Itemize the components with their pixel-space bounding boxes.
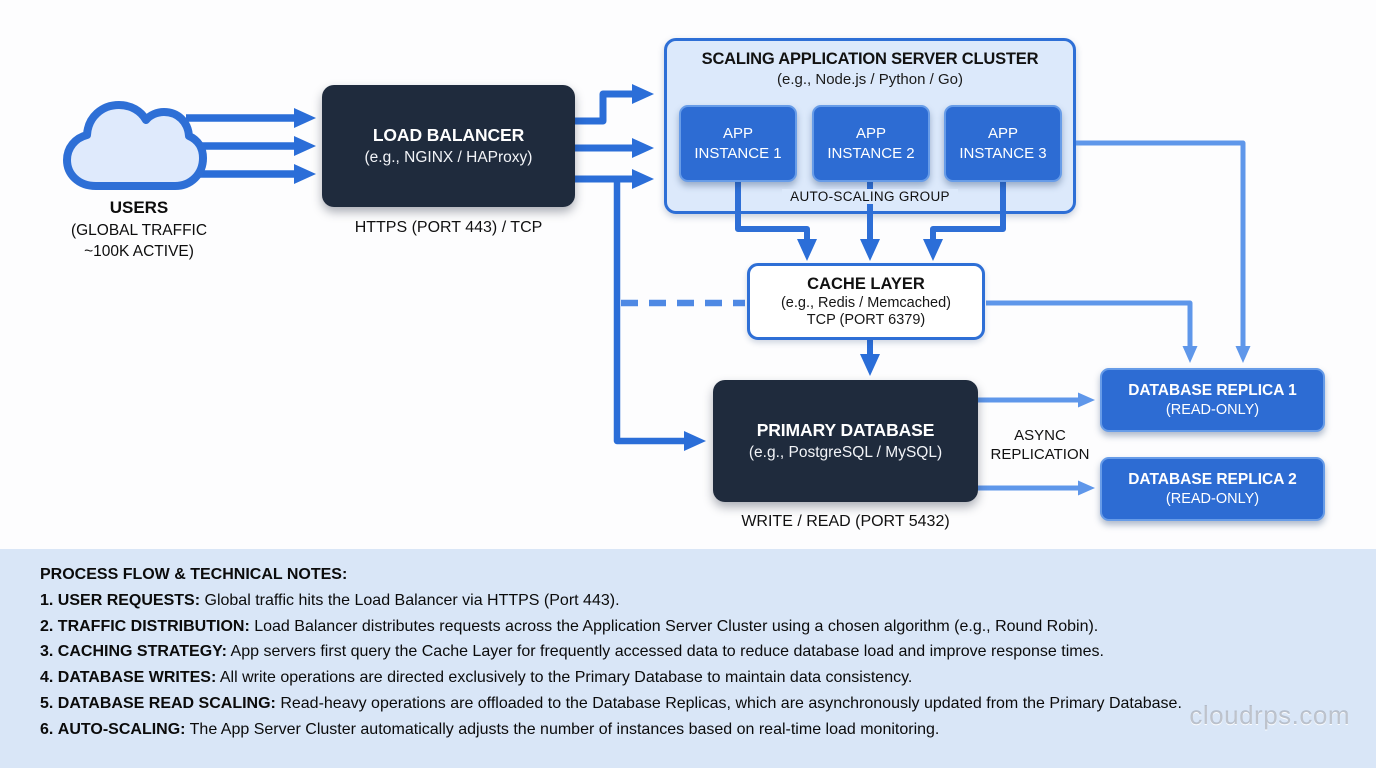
cache-layer-box: CACHE LAYER (e.g., Redis / Memcached) TC… bbox=[747, 263, 985, 340]
arrow-inst3-cache bbox=[923, 182, 1006, 261]
replica-2-subtitle: (READ-ONLY) bbox=[1165, 491, 1260, 507]
app-instance-3-line1: APP bbox=[987, 125, 1018, 142]
arrow-lb-cluster-1 bbox=[575, 84, 654, 125]
primary-db-caption: WRITE / READ (PORT 5432) bbox=[741, 513, 950, 530]
replica-1-subtitle: (READ-ONLY) bbox=[1165, 402, 1260, 418]
app-instance-2-line2: INSTANCE 2 bbox=[827, 145, 915, 162]
users-cloud-icon bbox=[63, 101, 207, 190]
replica-1-title: DATABASE REPLICA 1 bbox=[1128, 382, 1297, 399]
cluster-subtitle: (e.g., Node.js / Python / Go) bbox=[777, 71, 963, 88]
database-replica-2-box: DATABASE REPLICA 2 (READ-ONLY) bbox=[1100, 457, 1325, 521]
load-balancer-subtitle: (e.g., NGINX / HAProxy) bbox=[364, 149, 533, 166]
note-line-3: 3. CACHING STRATEGY: App servers first q… bbox=[40, 643, 1104, 661]
async-replication-label: ASYNC REPLICATION bbox=[990, 427, 1090, 463]
note-line-4: 4. DATABASE WRITES: All write operations… bbox=[40, 669, 913, 687]
cache-port: TCP (PORT 6379) bbox=[806, 312, 926, 328]
app-instance-3-box: APP INSTANCE 3 bbox=[944, 105, 1062, 182]
primary-database-box: PRIMARY DATABASE (e.g., PostgreSQL / MyS… bbox=[713, 380, 978, 502]
app-instance-3-line2: INSTANCE 3 bbox=[959, 145, 1047, 162]
cluster-title: SCALING APPLICATION SERVER CLUSTER bbox=[701, 50, 1039, 68]
app-instance-1-line1: APP bbox=[722, 125, 753, 142]
database-replica-1-box: DATABASE REPLICA 1 (READ-ONLY) bbox=[1100, 368, 1325, 432]
auto-scaling-group-label: AUTO-SCALING GROUP bbox=[664, 189, 1076, 204]
users-title: USERS bbox=[109, 198, 169, 217]
process-notes-panel: PROCESS FLOW & TECHNICAL NOTES: 1. USER … bbox=[0, 549, 1376, 768]
app-instance-1-box: APP INSTANCE 1 bbox=[679, 105, 797, 182]
note-line-1: 1. USER REQUESTS: Global traffic hits th… bbox=[40, 591, 620, 609]
note-line-6: 6. AUTO-SCALING: The App Server Cluster … bbox=[40, 720, 940, 738]
watermark: cloudrps.com bbox=[1189, 700, 1350, 730]
replica-2-title: DATABASE REPLICA 2 bbox=[1128, 471, 1297, 488]
app-instance-2-box: APP INSTANCE 2 bbox=[812, 105, 930, 182]
note-line-5: 5. DATABASE READ SCALING: Read-heavy ope… bbox=[40, 694, 1182, 712]
users-label: USERS (GLOBAL TRAFFIC ~100K ACTIVE) bbox=[39, 198, 239, 262]
app-instance-2-line1: APP bbox=[855, 125, 886, 142]
primary-db-title: PRIMARY DATABASE bbox=[756, 420, 935, 440]
arrow-inst1-cache bbox=[735, 182, 817, 261]
users-subtitle-1: (GLOBAL TRAFFIC bbox=[70, 222, 208, 239]
cache-subtitle: (e.g., Redis / Memcached) bbox=[780, 295, 952, 311]
line-cluster-replica1 bbox=[1076, 140, 1251, 363]
load-balancer-title: LOAD BALANCER bbox=[372, 125, 525, 145]
note-line-2: 2. TRAFFIC DISTRIBUTION: Load Balancer d… bbox=[40, 617, 1099, 635]
load-balancer-caption: HTTPS (PORT 443) / TCP bbox=[354, 219, 543, 236]
cache-title: CACHE LAYER bbox=[807, 275, 925, 293]
primary-db-subtitle: (e.g., PostgreSQL / MySQL) bbox=[748, 444, 943, 461]
line-cache-replica1 bbox=[986, 300, 1198, 363]
arrow-lb-primary-db bbox=[613, 179, 706, 451]
users-subtitle-2: ~100K ACTIVE) bbox=[84, 243, 194, 260]
load-balancer-box: LOAD BALANCER (e.g., NGINX / HAProxy) bbox=[322, 85, 575, 207]
notes-heading: PROCESS FLOW & TECHNICAL NOTES: bbox=[40, 566, 348, 583]
app-instance-1-line2: INSTANCE 1 bbox=[694, 145, 782, 162]
